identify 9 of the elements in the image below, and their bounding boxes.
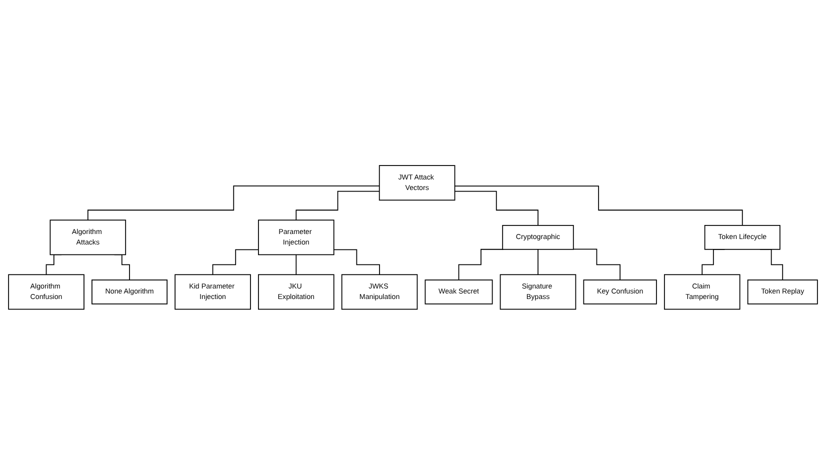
connector <box>458 249 504 281</box>
connector <box>296 191 380 221</box>
connector <box>572 248 620 281</box>
connector <box>296 254 297 276</box>
connector <box>212 249 259 276</box>
connector <box>454 191 538 226</box>
connector <box>333 249 380 276</box>
connector <box>87 186 380 221</box>
connector <box>454 186 743 226</box>
